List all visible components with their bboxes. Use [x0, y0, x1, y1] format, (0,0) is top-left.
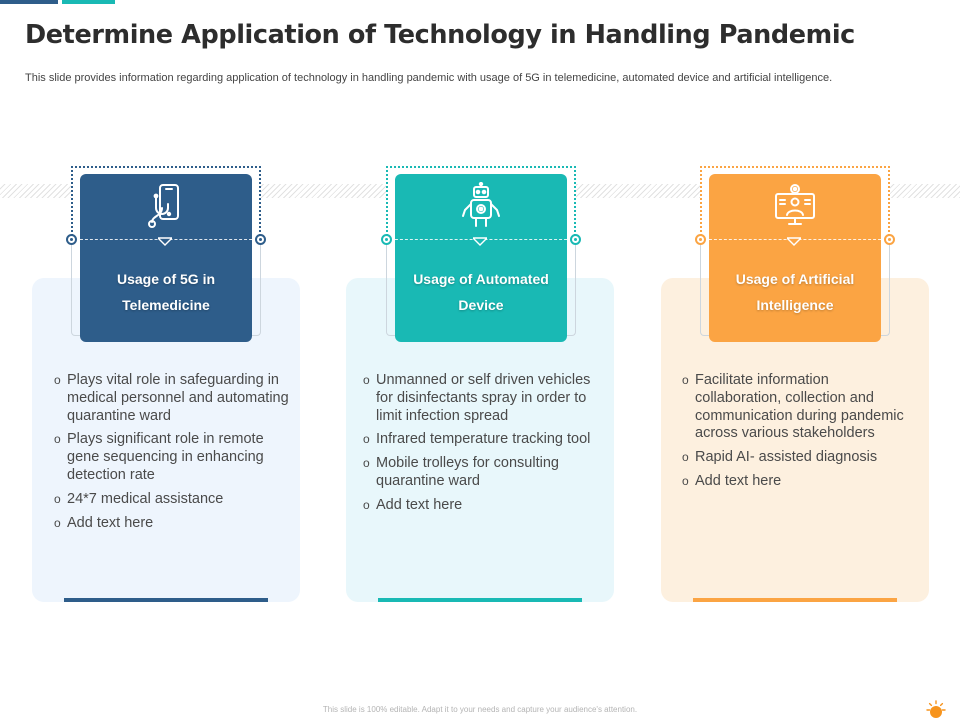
card-artificial-intelligence: Usage of Artificial Intelligence — [695, 174, 895, 342]
connector-dot — [884, 234, 895, 245]
chevron-down-icon — [787, 237, 801, 246]
page-title: Determine Application of Technology in H… — [25, 20, 855, 50]
card-automated-device: Usage of Automated Device — [381, 174, 581, 342]
top-accent-bar-teal — [62, 0, 115, 4]
connector-dot — [66, 234, 77, 245]
card-underline — [693, 598, 897, 602]
connector-dot — [570, 234, 581, 245]
card-5g-telemedicine: Usage of 5G in Telemedicine — [66, 174, 266, 342]
hatch-band — [0, 184, 71, 198]
top-accent-bar-blue — [0, 0, 58, 4]
card-title: Usage of Automated Device — [413, 271, 549, 313]
connector-dot — [695, 234, 706, 245]
chevron-down-icon — [158, 237, 172, 246]
robot-icon — [462, 182, 500, 227]
chevron-down-icon — [473, 237, 487, 246]
card-underline — [64, 598, 268, 602]
hatch-band — [576, 184, 700, 198]
smartphone-stethoscope-icon — [148, 184, 179, 228]
page-subtitle: This slide provides information regardin… — [25, 72, 833, 84]
card-underline — [378, 598, 582, 602]
connector-dot — [255, 234, 266, 245]
card-title: Usage of 5G in Telemedicine — [116, 271, 216, 313]
card-title: Usage of Artificial Intelligence — [735, 271, 855, 313]
hatch-band — [261, 184, 386, 198]
connector-dot — [381, 234, 392, 245]
footer-note: This slide is 100% editable. Adapt it to… — [322, 705, 638, 714]
sun-logo-icon — [926, 700, 946, 718]
hatch-band — [890, 184, 960, 198]
monitor-ai-person-icon — [775, 184, 815, 225]
